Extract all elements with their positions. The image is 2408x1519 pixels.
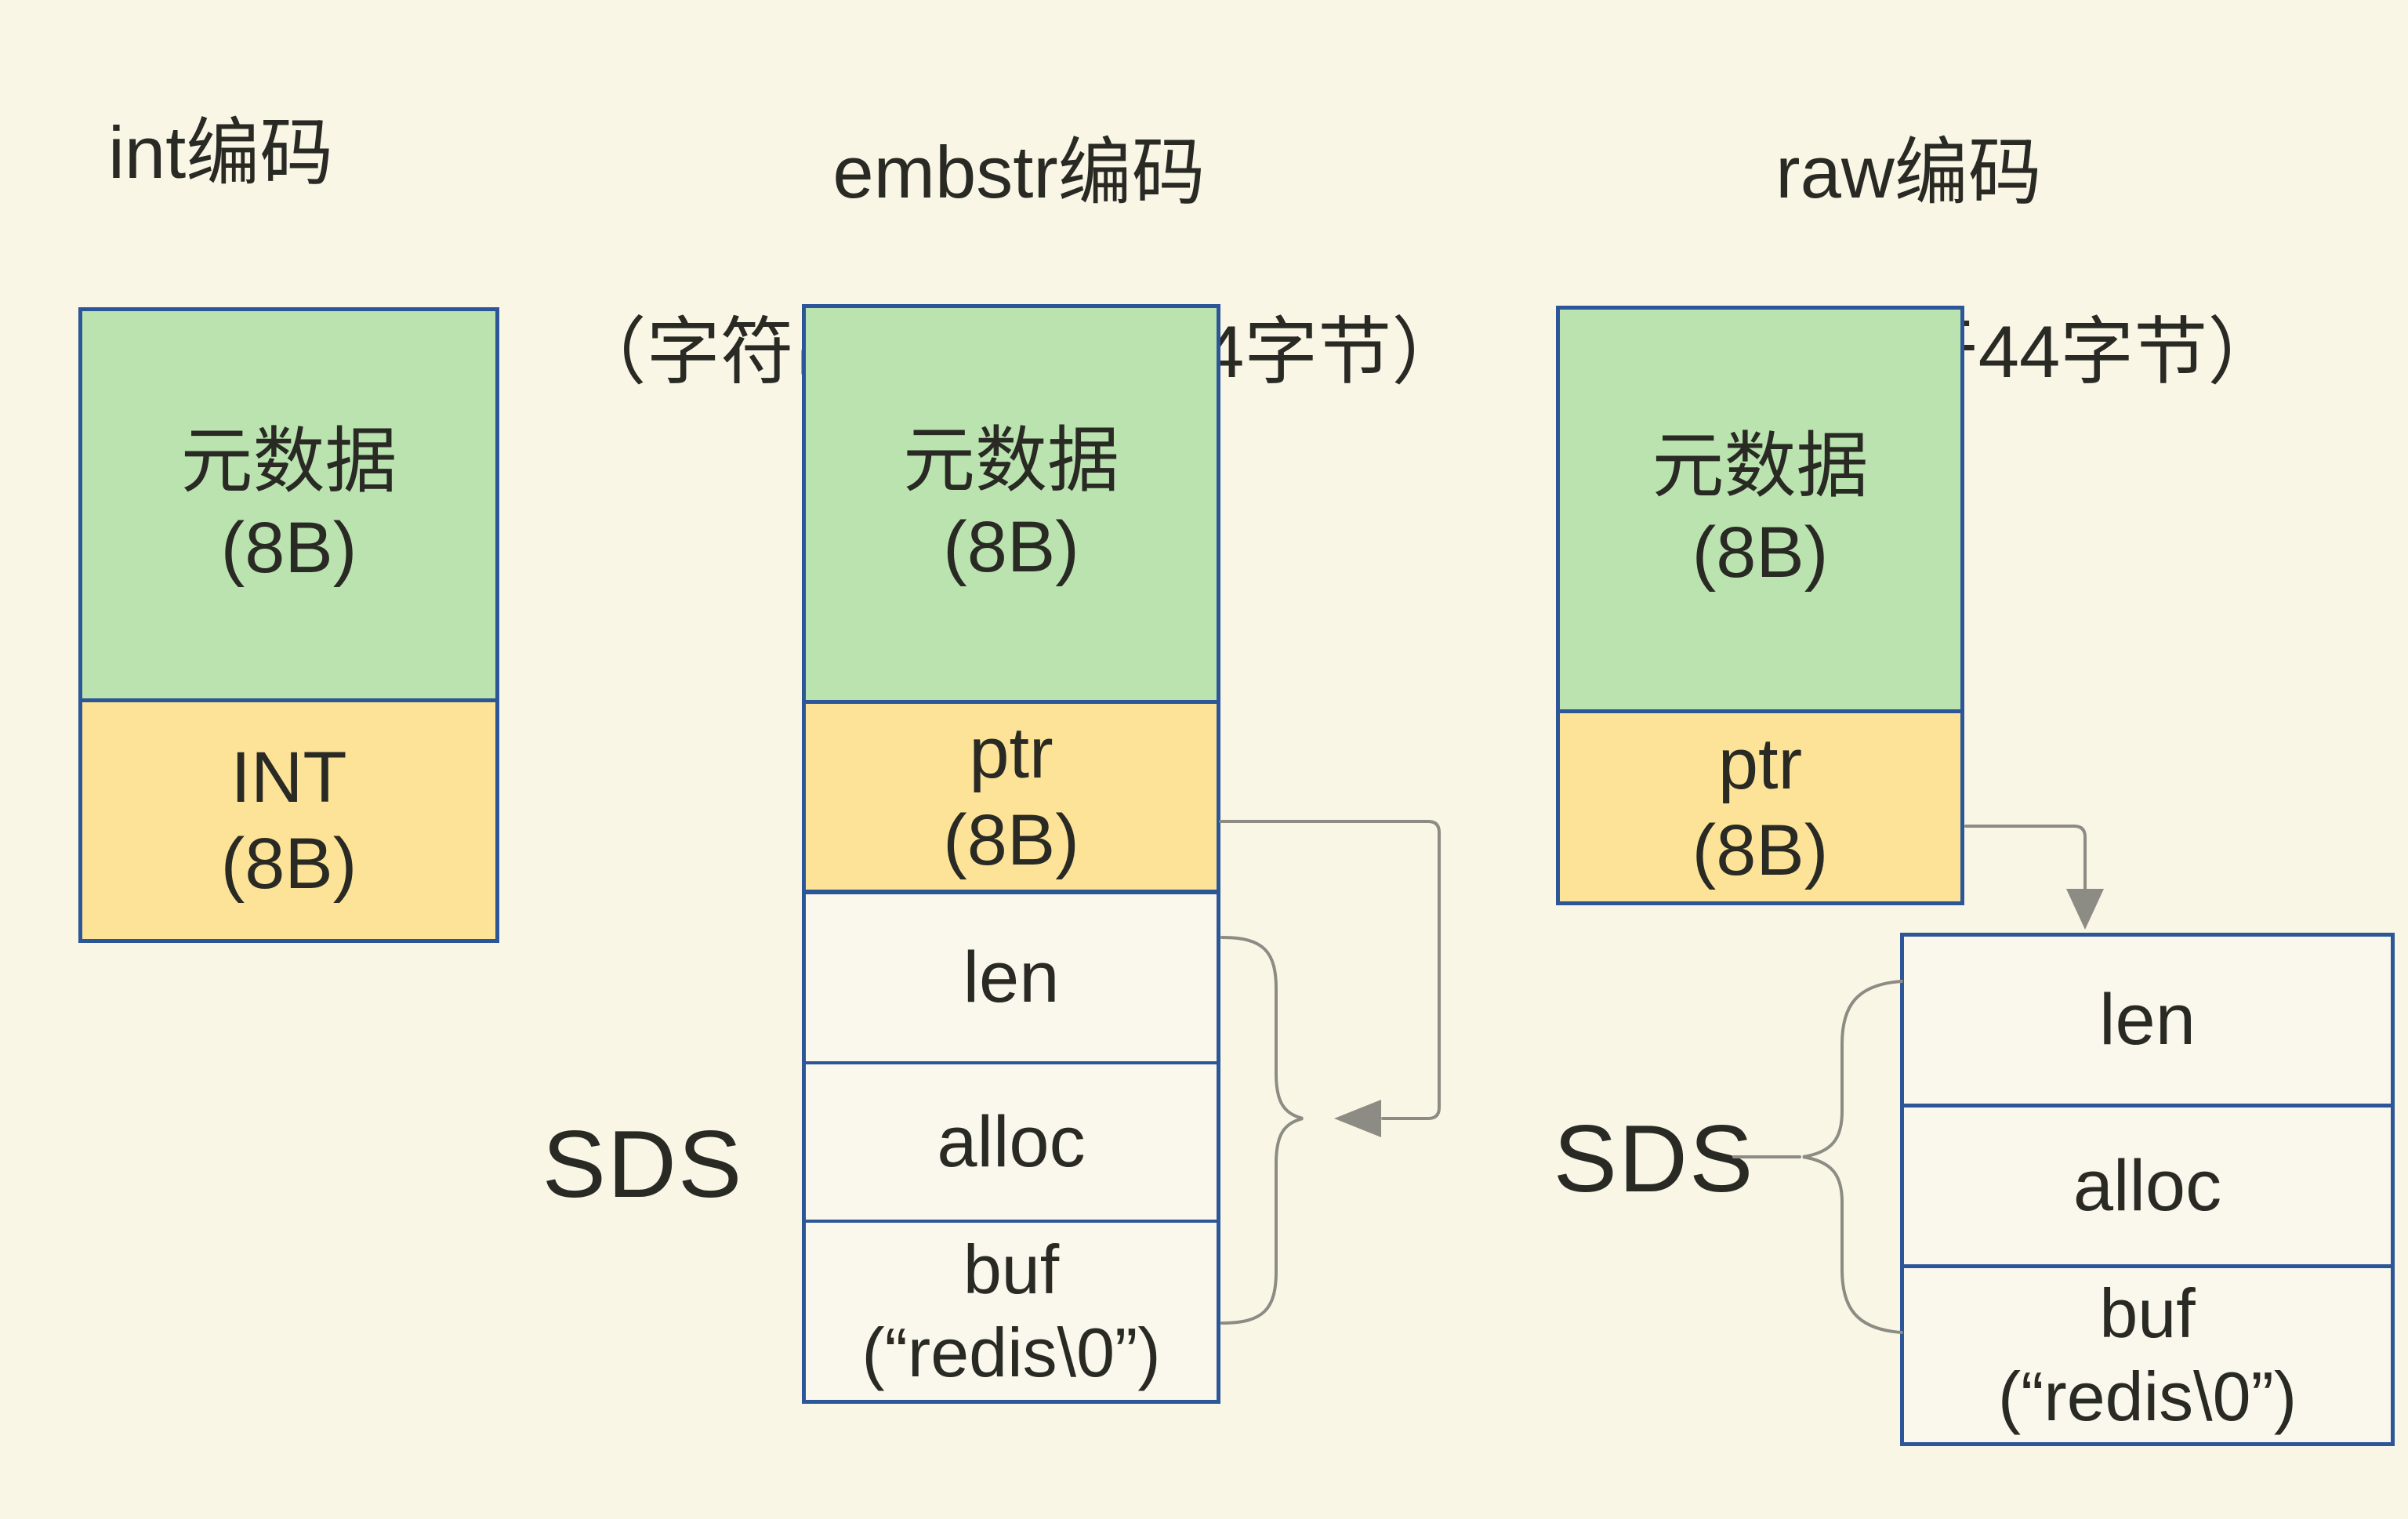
embstr-sds-brace-icon xyxy=(1220,936,1304,1325)
raw-pointer-cell: ptr (8B) xyxy=(1560,709,1960,901)
raw-ptr-arrow-line xyxy=(1964,825,2087,890)
embstr-object-box: 元数据 (8B) ptr (8B) len alloc buf (“redis\… xyxy=(802,304,1220,1404)
raw-sds-label: SDS xyxy=(1553,1105,1755,1212)
raw-sds-alloc-cell: alloc xyxy=(1904,1104,2391,1264)
embstr-sds-buf-cell: buf (“redis\0”) xyxy=(806,1220,1217,1400)
raw-sds-buf-cell: buf (“redis\0”) xyxy=(1904,1264,2391,1442)
raw-ptr-arrowhead-icon xyxy=(2066,889,2104,930)
embstr-ptr-arrowhead-icon xyxy=(1334,1100,1381,1137)
embstr-pointer-cell: ptr (8B) xyxy=(806,700,1217,890)
embstr-title-line: embstr编码 xyxy=(832,130,1206,213)
embstr-sds-alloc-cell: alloc xyxy=(806,1061,1217,1220)
raw-sds-len-cell: len xyxy=(1904,937,2391,1104)
int-metadata-cell: 元数据 (8B) xyxy=(82,311,495,698)
embstr-ptr-arrow-line xyxy=(1219,820,1441,1120)
raw-sds-box: len alloc buf (“redis\0”) xyxy=(1900,933,2395,1446)
raw-title-line: raw编码 xyxy=(1775,130,2042,213)
embstr-metadata-cell: 元数据 (8B) xyxy=(806,308,1217,700)
int-encoding-title: int编码 xyxy=(108,111,334,194)
raw-object-box: 元数据 (8B) ptr (8B) xyxy=(1556,306,1964,905)
embstr-sds-label: SDS xyxy=(542,1111,744,1217)
int-object-box: 元数据 (8B) INT (8B) xyxy=(78,307,499,943)
int-value-cell: INT (8B) xyxy=(82,698,495,939)
raw-sds-brace-icon xyxy=(1802,980,1903,1334)
embstr-sds-len-cell: len xyxy=(806,890,1217,1061)
raw-metadata-cell: 元数据 (8B) xyxy=(1560,310,1960,709)
